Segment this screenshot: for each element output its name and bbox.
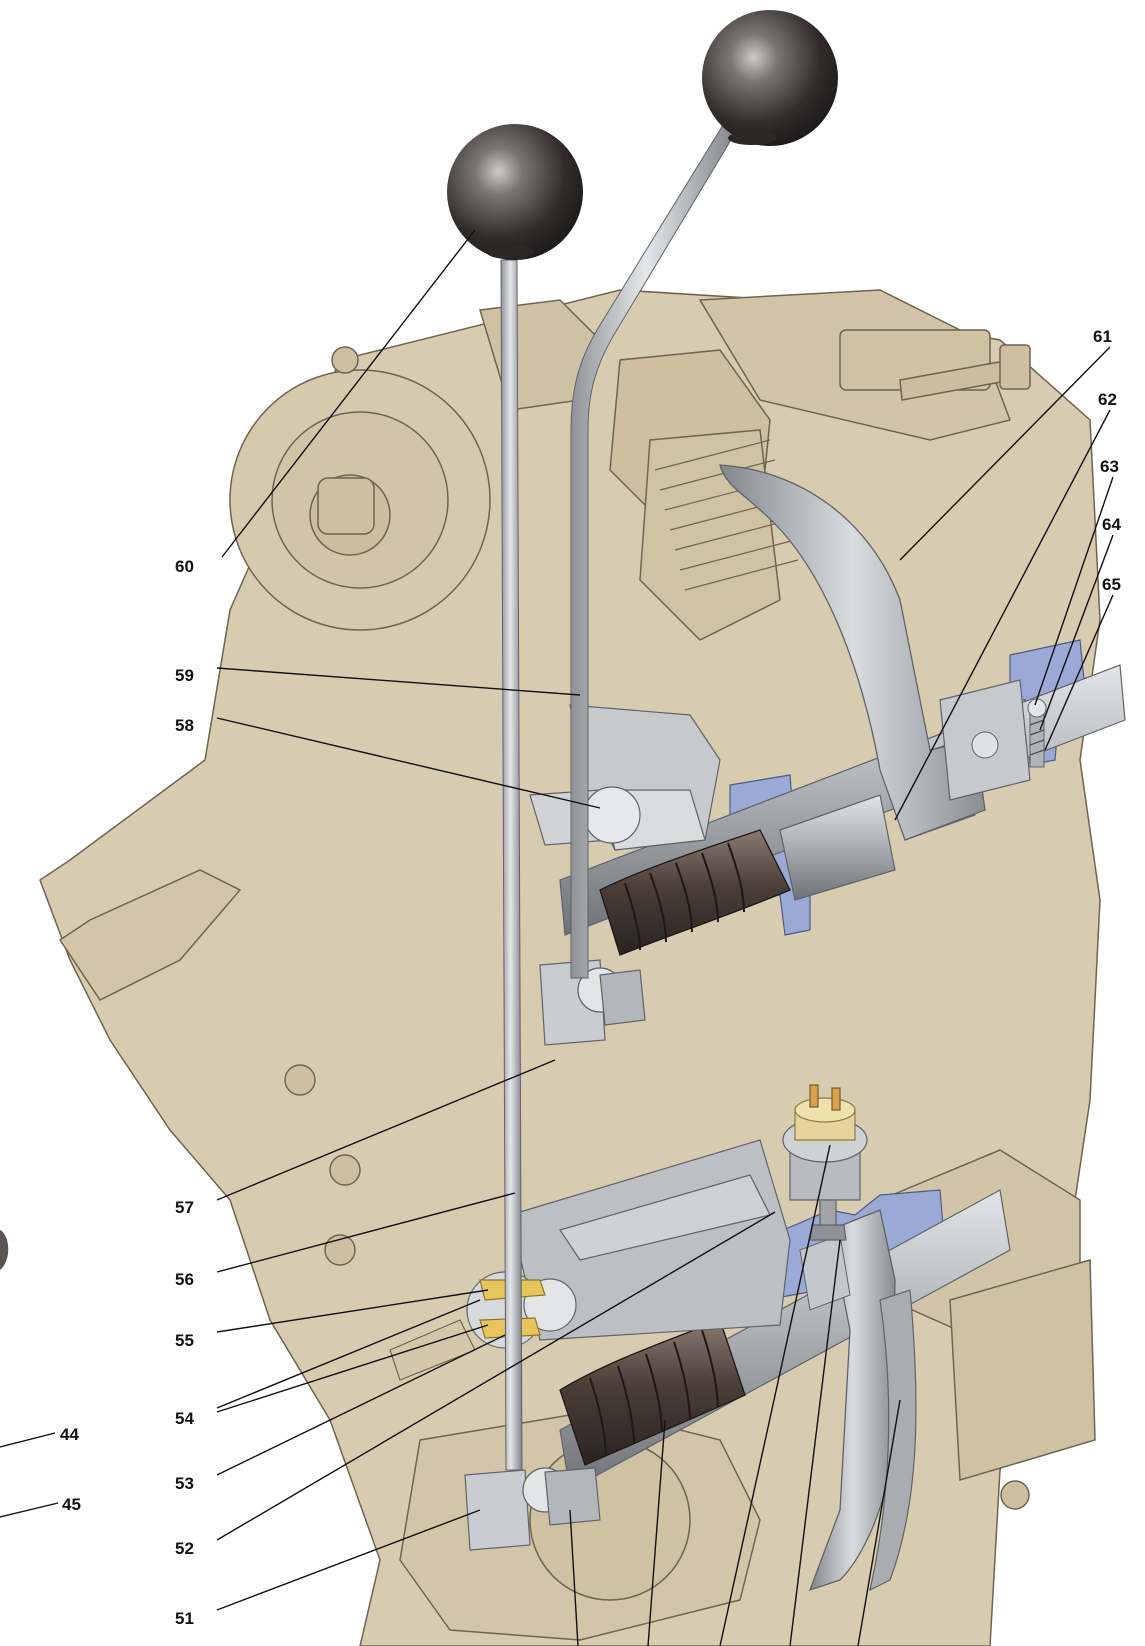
callout-62: 62 bbox=[1098, 390, 1117, 409]
right-knob bbox=[702, 10, 838, 146]
callout-45: 45 bbox=[62, 1495, 81, 1514]
gear-levers bbox=[447, 10, 838, 1471]
callout-54: 54 bbox=[175, 1409, 194, 1428]
callout-63: 63 bbox=[1100, 457, 1119, 476]
callout-57: 57 bbox=[175, 1198, 194, 1217]
callout-58: 58 bbox=[175, 716, 194, 735]
upper-pivot-bracket bbox=[529, 704, 721, 851]
offpage-knob bbox=[0, 1230, 9, 1270]
callout-65: 65 bbox=[1102, 575, 1121, 594]
callout-55: 55 bbox=[175, 1331, 194, 1350]
rubber-boots bbox=[559, 829, 791, 1466]
callout-56: 56 bbox=[175, 1270, 194, 1289]
left-knob bbox=[447, 124, 583, 260]
callout-44: 44 bbox=[60, 1425, 79, 1444]
callout-52: 52 bbox=[175, 1539, 194, 1558]
leader-lines bbox=[0, 229, 1114, 1646]
callout-61: 61 bbox=[1093, 327, 1112, 346]
callout-59: 59 bbox=[175, 666, 194, 685]
callout-64: 64 bbox=[1102, 515, 1121, 534]
callout-51: 51 bbox=[175, 1609, 194, 1628]
callout-60: 60 bbox=[175, 557, 194, 576]
lever-sockets bbox=[464, 959, 646, 1551]
callout-53: 53 bbox=[175, 1474, 194, 1493]
callout-labels: 60 59 58 57 56 55 54 53 52 51 61 62 63 6… bbox=[60, 327, 1121, 1628]
